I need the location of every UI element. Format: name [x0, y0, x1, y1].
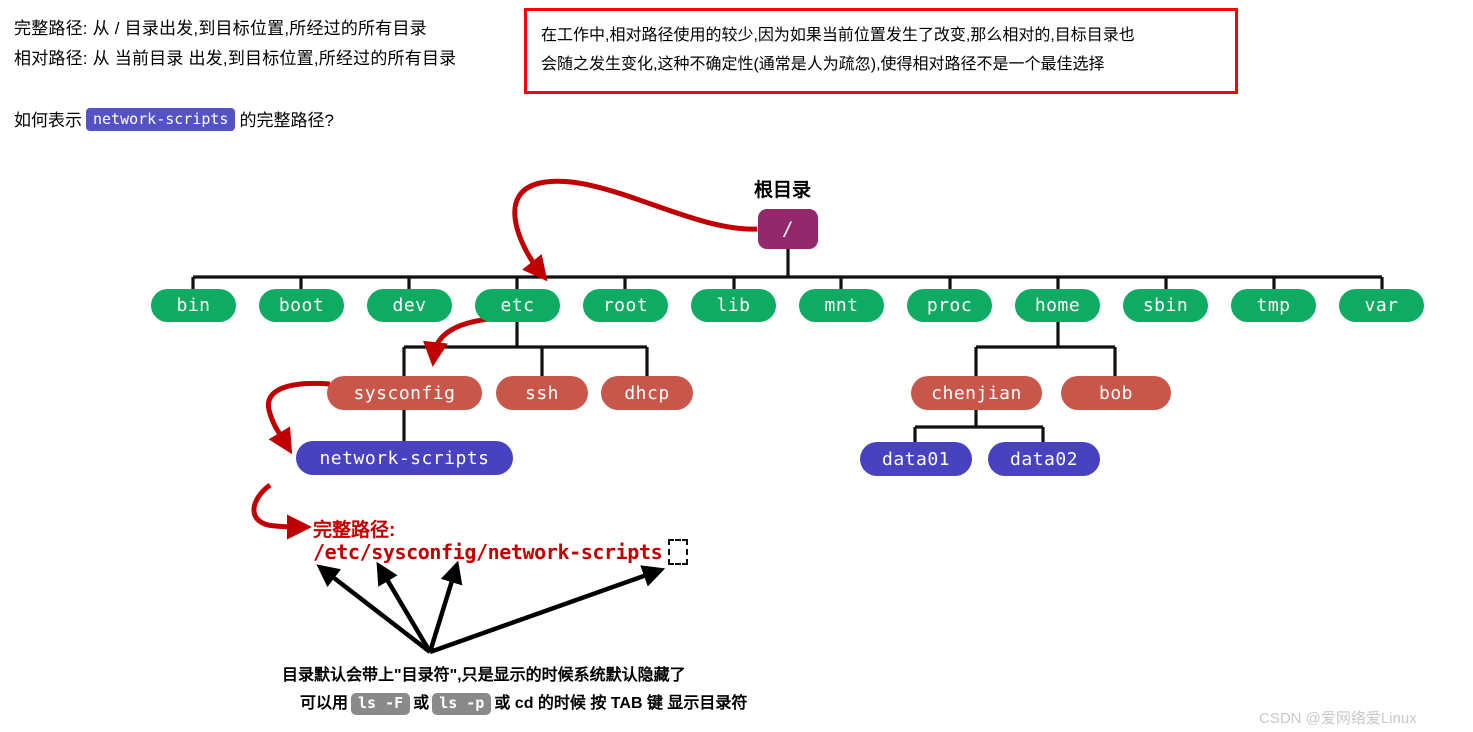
tree-node-sbin[interactable]: sbin: [1123, 289, 1208, 322]
relative-path-definition: 相对路径: 从 当前目录 出发,到目标位置,所经过的所有目录: [14, 49, 457, 68]
note-line-2-mid2: 或 cd 的时候 按 TAB 键 显示目录符: [494, 695, 748, 712]
red-arrow-etc-to-sysconfig: [423, 315, 501, 367]
tree-node-var[interactable]: var: [1339, 289, 1424, 322]
full-path-definition: 完整路径: 从 / 目录出发,到目标位置,所经过的所有目录: [14, 19, 427, 38]
tree-node-data02[interactable]: data02: [988, 442, 1100, 476]
callout-line-2: 会随之发生变化,这种不确定性(通常是人为疏忽),使得相对路径不是一个最佳选择: [541, 56, 1105, 73]
definitions-block: 完整路径: 从 / 目录出发,到目标位置,所经过的所有目录 相对路径: 从 当前…: [14, 14, 456, 74]
tree-node-tmp[interactable]: tmp: [1231, 289, 1316, 322]
red-arrow-to-full-path: [251, 483, 313, 540]
tree-node-ssh[interactable]: ssh: [496, 376, 588, 410]
black-pointer-arrows: [316, 560, 666, 655]
question-suffix: 的完整路径?: [239, 111, 334, 130]
question-code-badge: network-scripts: [86, 108, 236, 131]
note-line-2-prefix: 可以用: [300, 695, 349, 712]
note-line-2-mid1: 或: [413, 695, 430, 712]
tree-node-dev[interactable]: dev: [367, 289, 452, 322]
red-arrow-root-to-etc: [512, 178, 758, 282]
note-code-badge-ls-p: ls -p: [432, 693, 492, 715]
tree-node-mnt[interactable]: mnt: [799, 289, 884, 322]
tree-node-proc[interactable]: proc: [907, 289, 992, 322]
tree-node-root-dir[interactable]: root: [583, 289, 668, 322]
callout-line-1: 在工作中,相对路径使用的较少,因为如果当前位置发生了改变,那么相对的,目标目录也: [541, 27, 1135, 44]
red-arrow-sysconfig-to-network-scripts: [265, 380, 331, 455]
tree-node-etc[interactable]: etc: [475, 289, 560, 322]
black-arrow-3: [427, 560, 463, 653]
black-arrow-1: [316, 564, 432, 654]
tree-node-chenjian[interactable]: chenjian: [911, 376, 1042, 410]
csdn-watermark: CSDN @爱网络爱Linux: [1259, 710, 1417, 727]
tree-node-root[interactable]: /: [758, 209, 818, 249]
tree-node-lib[interactable]: lib: [691, 289, 776, 322]
tree-node-dhcp[interactable]: dhcp: [601, 376, 693, 410]
full-path-annotation-value: /etc/sysconfig/network-scripts: [313, 540, 663, 564]
root-to-level1-connectors: [191, 249, 1384, 289]
tree-node-sysconfig[interactable]: sysconfig: [327, 376, 482, 410]
tree-node-bob[interactable]: bob: [1061, 376, 1171, 410]
note-code-badge-ls-F: ls -F: [351, 693, 411, 715]
black-arrow-4: [429, 565, 666, 655]
root-directory-label: 根目录: [754, 180, 812, 201]
question-prefix: 如何表示: [14, 111, 82, 130]
tree-node-data01[interactable]: data01: [860, 442, 972, 476]
tree-node-network-scripts[interactable]: network-scripts: [296, 441, 513, 475]
tree-node-bin[interactable]: bin: [151, 289, 236, 322]
tree-node-boot[interactable]: boot: [259, 289, 344, 322]
note-line-1: 目录默认会带上"目录符",只是显示的时候系统默认隐藏了: [282, 667, 686, 684]
directory-symbol-placeholder-box: [668, 539, 688, 565]
red-callout-box: 在工作中,相对路径使用的较少,因为如果当前位置发生了改变,那么相对的,目标目录也…: [524, 8, 1238, 94]
full-path-annotation-title: 完整路径:: [313, 520, 396, 541]
black-arrow-2: [376, 561, 432, 654]
tree-node-home[interactable]: home: [1015, 289, 1100, 322]
